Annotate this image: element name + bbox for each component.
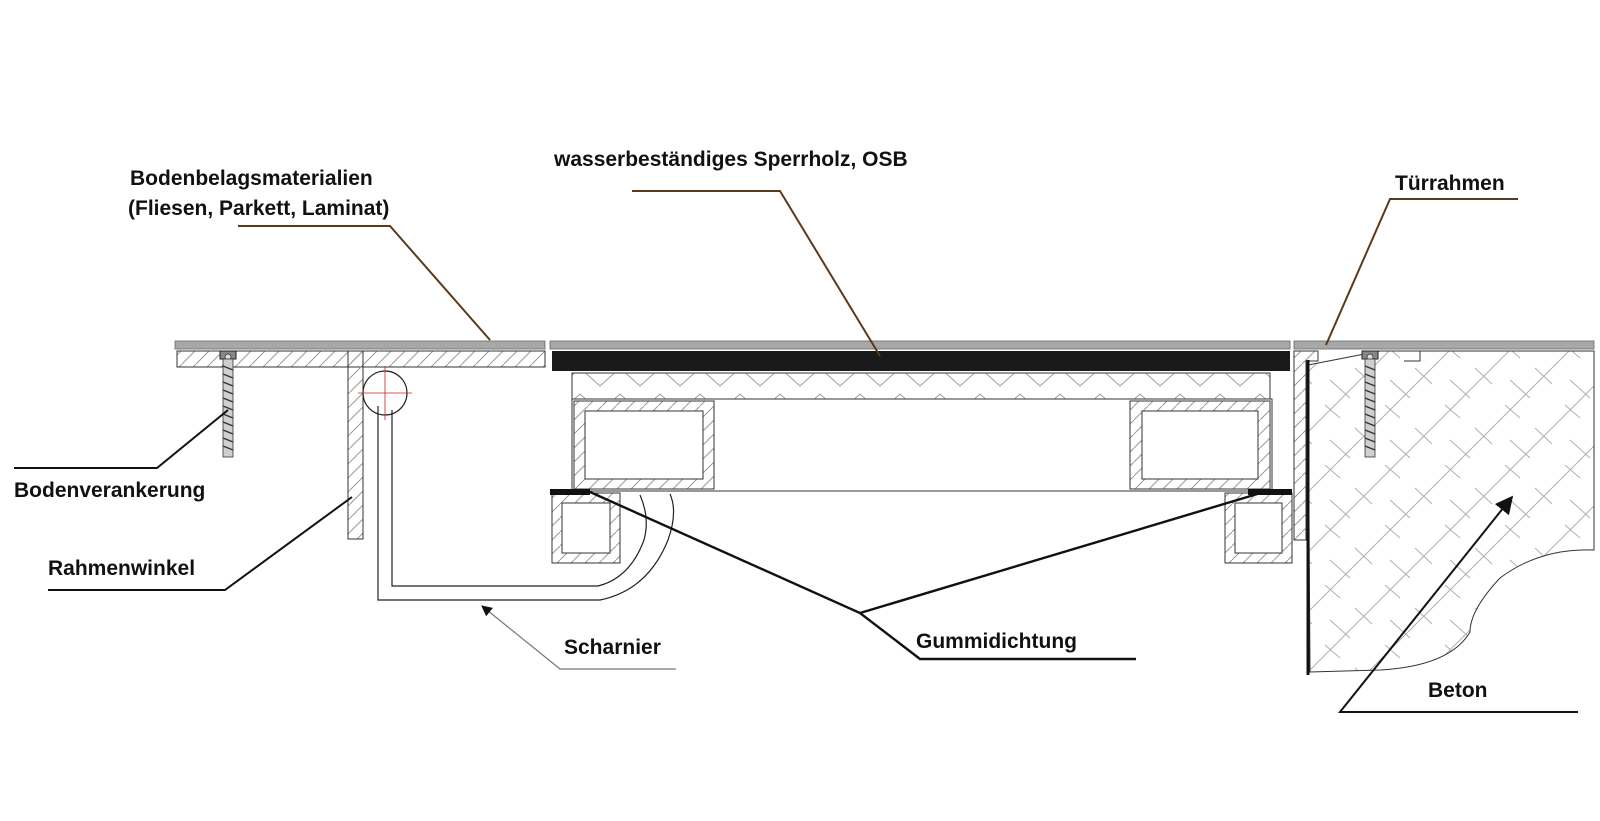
hatched-core: [571, 372, 1271, 400]
label-bodenbelag-line2: (Fliesen, Parkett, Laminat): [128, 197, 389, 220]
leader-tuerrahmen: [1325, 198, 1518, 346]
label-bodenbelag-line1: Bodenbelagsmaterialien: [130, 167, 373, 190]
left-floor-covering: [174, 340, 546, 350]
label-scharnier: Scharnier: [564, 636, 661, 659]
center-floor-covering: [549, 340, 1291, 350]
leader-scharnier: [481, 605, 676, 670]
leader-sperrholz: [632, 190, 881, 357]
label-gummidichtung: Gummidichtung: [916, 630, 1077, 653]
right-anchor-screw: [1361, 350, 1379, 458]
label-bodenverankerung: Bodenverankerung: [14, 479, 205, 502]
frame-angle: [347, 350, 546, 540]
right-floor-covering: [1293, 340, 1595, 350]
label-beton: Beton: [1428, 679, 1488, 702]
leader-gummidichtung: [589, 490, 1265, 661]
frame-body: [571, 398, 1273, 492]
left-channel: [551, 492, 621, 564]
left-rubber-seal: [550, 489, 590, 495]
leader-bodenbelag: [238, 225, 491, 341]
leader-beton: [1337, 495, 1578, 713]
leader-lines: [14, 190, 1578, 713]
right-channel: [1224, 492, 1293, 564]
label-rahmenwinkel: Rahmenwinkel: [48, 557, 195, 580]
door-frame-profile: [1293, 350, 1319, 541]
hatch-cover: [549, 340, 1291, 492]
left-anchor-screw: [219, 350, 237, 458]
plywood-layer: [552, 351, 1290, 371]
concrete-mass: [1306, 350, 1595, 675]
leader-bodenverankerung: [14, 409, 229, 469]
label-tuerrahmen: Türrahmen: [1395, 172, 1505, 195]
right-rubber-seal: [1248, 489, 1292, 495]
label-sperrholz: wasserbeständiges Sperrholz, OSB: [553, 148, 908, 171]
hinge: [358, 366, 675, 601]
leader-rahmenwinkel: [48, 496, 353, 591]
